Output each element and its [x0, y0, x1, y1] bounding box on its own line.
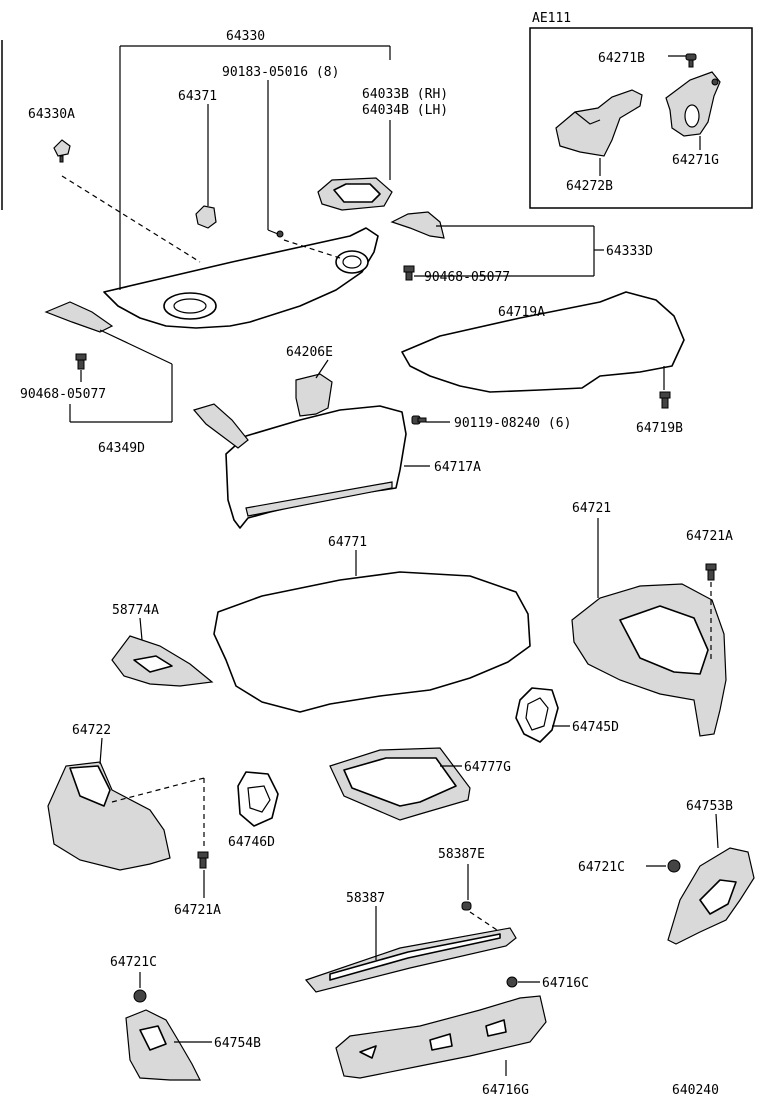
- label-58387E: 58387E: [438, 847, 485, 862]
- part-64753B-trim: [667, 847, 755, 945]
- part-90468-bolt-upper: [403, 265, 415, 281]
- label-64753B: 64753B: [686, 799, 733, 814]
- leaders-64330-group: [61, 45, 604, 423]
- label-90468-upper: 90468-05077: [424, 270, 510, 285]
- label-64719B: 64719B: [636, 421, 683, 436]
- label-64033B: 64033B (RH): [362, 87, 448, 102]
- label-64271B: 64271B: [598, 51, 645, 66]
- part-64371-clip: [195, 205, 217, 229]
- label-58774A: 58774A: [112, 603, 159, 618]
- label-64722: 64722: [72, 723, 111, 738]
- label-64272B: 64272B: [566, 179, 613, 194]
- part-64716C-clip: [506, 976, 518, 988]
- inset-frame: [529, 27, 753, 209]
- label-64721: 64721: [572, 501, 611, 516]
- part-64330-package-tray: [103, 227, 379, 329]
- part-64721A-clip-right: [705, 563, 717, 581]
- label-64271G: 64271G: [672, 153, 719, 168]
- label-64719A: 64719A: [498, 305, 545, 320]
- label-64771: 64771: [328, 535, 367, 550]
- part-64777G-tray: [329, 747, 471, 821]
- part-64272B-bracket: [555, 89, 643, 157]
- part-64722-side-trim: [47, 761, 171, 871]
- part-90468-bolt-lower: [75, 353, 87, 370]
- part-64330A-pin: [53, 139, 71, 163]
- label-90119: 90119-08240 (6): [454, 416, 571, 431]
- inset-ae111: AE111 64271B 64272B 64271G: [529, 11, 753, 209]
- part-64719A-trim-panel: [401, 291, 685, 393]
- label-64717A: 64717A: [434, 460, 481, 475]
- part-64721-side-trim: [571, 583, 727, 737]
- part-64716G-trim: [335, 995, 547, 1079]
- label-64721C-right: 64721C: [578, 860, 625, 875]
- part-64719B-clip: [659, 391, 671, 409]
- label-64716G: 64716G: [482, 1083, 529, 1098]
- part-58774A-plate: [111, 635, 214, 687]
- label-64330: 64330: [226, 29, 265, 44]
- label-64721A-left: 64721A: [174, 903, 221, 918]
- part-64754B-trim: [125, 1009, 201, 1081]
- part-58387-scuff-plate: [304, 927, 517, 993]
- label-90468-lower: 90468-05077: [20, 387, 106, 402]
- label-64349D: 64349D: [98, 441, 145, 456]
- label-64777G: 64777G: [464, 760, 511, 775]
- part-64721A-clip-left: [197, 851, 209, 869]
- label-64721A-right: 64721A: [686, 529, 733, 544]
- label-64716C: 64716C: [542, 976, 589, 991]
- label-64034B: 64034B (LH): [362, 103, 448, 118]
- label-64745D: 64745D: [572, 720, 619, 735]
- part-64721C-clip-left: [133, 989, 147, 1003]
- label-64371: 64371: [178, 89, 217, 104]
- label-64721C-left: 64721C: [110, 955, 157, 970]
- part-64271G-bracket: [665, 71, 721, 137]
- label-64206E: 64206E: [286, 345, 333, 360]
- part-64771-trunk-mat: [213, 571, 531, 713]
- part-58387E-clip: [461, 901, 472, 911]
- label-90183: 90183-05016 (8): [222, 65, 339, 80]
- part-64717A-bulkhead-panel: [192, 373, 407, 529]
- inset-title: AE111: [532, 11, 571, 26]
- figure-number: 640240: [672, 1083, 719, 1098]
- label-58387: 58387: [346, 891, 385, 906]
- part-64033B-speaker-grille: [317, 177, 393, 211]
- part-64271B-clip: [685, 53, 697, 68]
- label-64746D: 64746D: [228, 835, 275, 850]
- part-64349D-bracket: [44, 301, 114, 333]
- part-64746D-cover: [237, 771, 279, 827]
- label-64330A: 64330A: [28, 107, 75, 122]
- part-64333D-bracket: [390, 211, 445, 239]
- part-64721C-clip-right: [667, 859, 681, 873]
- part-64745D-cover: [515, 687, 559, 743]
- label-64333D: 64333D: [606, 244, 653, 259]
- label-64754B: 64754B: [214, 1036, 261, 1051]
- part-90119-bolt: [411, 415, 427, 425]
